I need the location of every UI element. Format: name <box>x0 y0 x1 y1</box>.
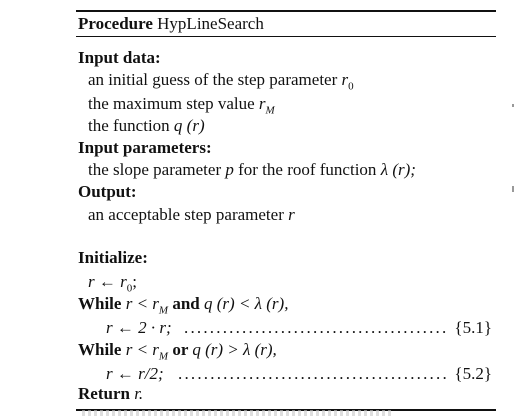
while-loop-2-body: r ← r/2; ...............................… <box>106 364 492 384</box>
initialize-assignment: r ← r0; <box>88 272 137 295</box>
input-data-item-1: an initial guess of the step parameter r… <box>88 70 354 93</box>
loop-2-statement: r ← r/2; <box>106 364 164 383</box>
while-loop-2-condition: While r < rM or q (r) > λ (r), <box>78 340 277 363</box>
leader-dots: ........................................… <box>178 364 448 383</box>
while-loop-1-condition: While r < rM and q (r) < λ (r), <box>78 294 289 317</box>
margin-mark <box>512 186 514 192</box>
procedure-name: HypLineSearch <box>157 14 264 33</box>
return-statement: Return r. <box>78 384 144 403</box>
header-rule <box>76 36 496 37</box>
margin-mark <box>512 104 514 107</box>
output-heading: Output: <box>78 182 137 201</box>
initialize-heading: Initialize: <box>78 248 148 267</box>
cropped-text-remnant <box>82 410 392 416</box>
procedure-header: Procedure HypLineSearch <box>78 14 264 34</box>
equation-ref-5-2: {5.2} <box>454 364 492 383</box>
input-parameters-heading: Input parameters: <box>78 138 212 157</box>
input-data-heading: Input data: <box>78 48 161 67</box>
loop-1-statement: r ← 2 · r; <box>106 318 172 337</box>
input-parameters-text: the slope parameter p for the roof funct… <box>88 160 416 179</box>
while-loop-1-body: r ← 2 · r; .............................… <box>106 318 492 338</box>
input-data-item-2: the maximum step value rM <box>88 94 275 117</box>
output-text: an acceptable step parameter r <box>88 205 295 224</box>
top-rule <box>76 10 496 12</box>
leader-dots: ........................................… <box>184 318 448 337</box>
procedure-keyword: Procedure <box>78 14 153 33</box>
equation-ref-5-1: {5.1} <box>454 318 492 337</box>
input-data-item-3: the function q (r) <box>88 116 205 135</box>
